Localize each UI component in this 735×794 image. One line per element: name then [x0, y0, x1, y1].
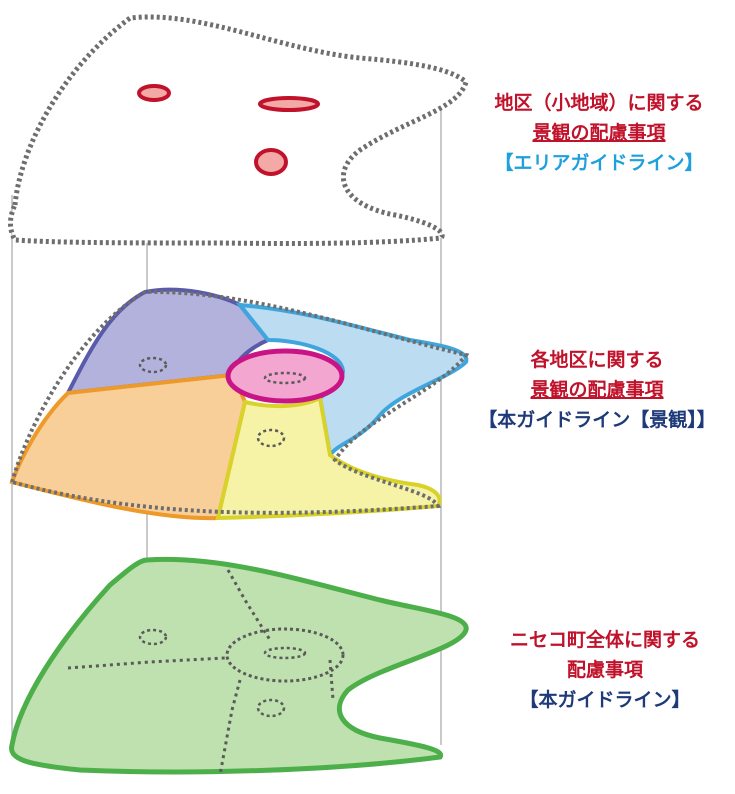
district-layer-outline	[9, 289, 470, 515]
area-label-line-2: 景観の配慮事項	[532, 122, 666, 144]
town-dotted-mark-3	[256, 698, 286, 718]
district-dotted-mark-1	[138, 356, 168, 374]
area-layer-outline	[8, 14, 469, 246]
town-dotted-mark-2	[263, 646, 307, 660]
town-label-line-1: ニセコ町全体に関する	[509, 629, 700, 651]
area-layer-label: 地区（小地域）に関する 景観の配慮事項 【エリアガイドライン】	[470, 88, 728, 178]
town-dotted-mark-1	[138, 628, 168, 646]
district-label-line-1: 各地区に関する	[530, 349, 664, 371]
area-label-line-3: 【エリアガイドライン】	[494, 152, 704, 174]
area-label-line-1: 地区（小地域）に関する	[494, 92, 704, 114]
district-label-line-3: 【本ガイドライン【景観】】	[478, 409, 716, 431]
town-center-ring	[225, 627, 345, 683]
town-boundary-1	[226, 569, 272, 641]
district-label-line-2: 景観の配慮事項	[530, 379, 664, 401]
district-purple	[64, 287, 272, 396]
town-label-line-2: 配慮事項	[566, 659, 643, 681]
town-label-line-3: 【本ガイドライン】	[519, 689, 691, 711]
district-dotted-mark-3	[256, 428, 286, 448]
area-spot-1	[137, 84, 171, 102]
district-orange	[9, 372, 248, 521]
area-spot-2	[258, 96, 320, 112]
area-layer	[8, 14, 469, 246]
town-layer-area	[9, 556, 469, 775]
town-dotted-boundaries	[67, 569, 335, 776]
district-layer	[9, 287, 470, 521]
district-center-ring	[225, 348, 345, 404]
district-dotted-mark-2	[263, 371, 307, 385]
area-spot-3	[254, 148, 288, 176]
town-layer	[9, 556, 469, 776]
district-layer-label: 各地区に関する 景観の配慮事項 【本ガイドライン【景観】】	[462, 345, 732, 435]
town-layer-label: ニセコ町全体に関する 配慮事項 【本ガイドライン】	[480, 625, 730, 715]
